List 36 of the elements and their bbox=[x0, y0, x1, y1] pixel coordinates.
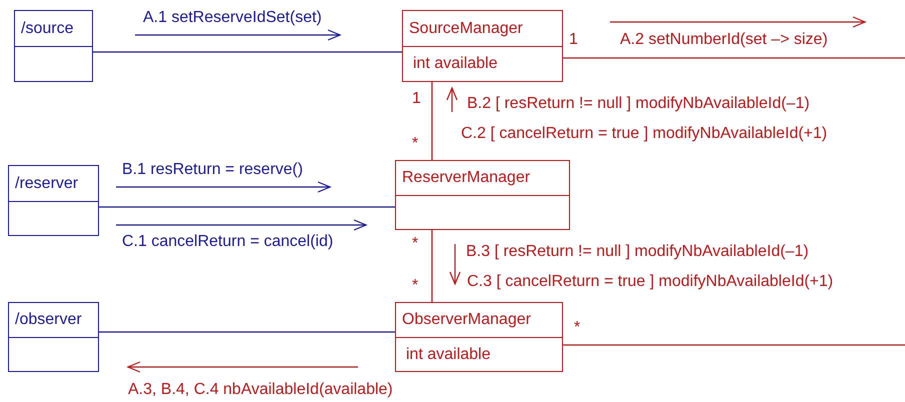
attribute-text: int available bbox=[413, 55, 498, 73]
multiplicity-label: * bbox=[412, 134, 418, 154]
association-line bbox=[431, 230, 433, 302]
association-line bbox=[93, 51, 402, 53]
class-name: /observer bbox=[15, 311, 82, 329]
multiplicity-label: 1 bbox=[412, 89, 421, 109]
multiplicity-label: * bbox=[412, 276, 418, 296]
class-name: ReserverManager bbox=[402, 169, 530, 187]
class-box bbox=[8, 165, 99, 236]
multiplicity-label: * bbox=[574, 318, 580, 338]
multiplicity-label: * bbox=[412, 234, 418, 254]
message-label: A.1 setReserveIdSet(set) bbox=[143, 8, 322, 28]
message-label: A.2 setNumberId(set –> size) bbox=[620, 30, 828, 50]
class-name: /source bbox=[21, 20, 74, 38]
class-box bbox=[395, 302, 563, 372]
message-label: A.3, B.4, C.4 nbAvailableId(available) bbox=[128, 380, 393, 400]
message-label: B.3 [ resReturn != null ] modifyNbAvailableId(–1) bbox=[466, 242, 809, 262]
class-box bbox=[395, 160, 570, 230]
message-label: B.2 [ resReturn != null ] modifyNbAvailableId(–1) bbox=[467, 94, 810, 114]
message-label: C.1 cancelReturn = cancel(id) bbox=[122, 232, 334, 252]
association-line bbox=[563, 344, 905, 346]
class-name: /reserver bbox=[15, 174, 78, 192]
multiplicity-label: 1 bbox=[569, 30, 578, 50]
association-line bbox=[99, 331, 395, 333]
association-line bbox=[563, 57, 905, 59]
class-box bbox=[14, 10, 93, 82]
class-box bbox=[8, 302, 99, 372]
class-name: SourceManager bbox=[409, 20, 523, 38]
class-box bbox=[402, 10, 563, 82]
message-label: B.1 resReturn = reserve() bbox=[122, 160, 303, 180]
association-line bbox=[99, 206, 395, 208]
attribute-text: int available bbox=[406, 346, 490, 364]
association-line bbox=[431, 82, 433, 160]
message-label: C.3 [ cancelReturn = true ] modifyNbAvailableId(+1) bbox=[467, 272, 834, 292]
class-name: ObserverManager bbox=[402, 311, 531, 329]
message-label: C.2 [ cancelReturn = true ] modifyNbAvailableId(+1) bbox=[461, 124, 828, 144]
